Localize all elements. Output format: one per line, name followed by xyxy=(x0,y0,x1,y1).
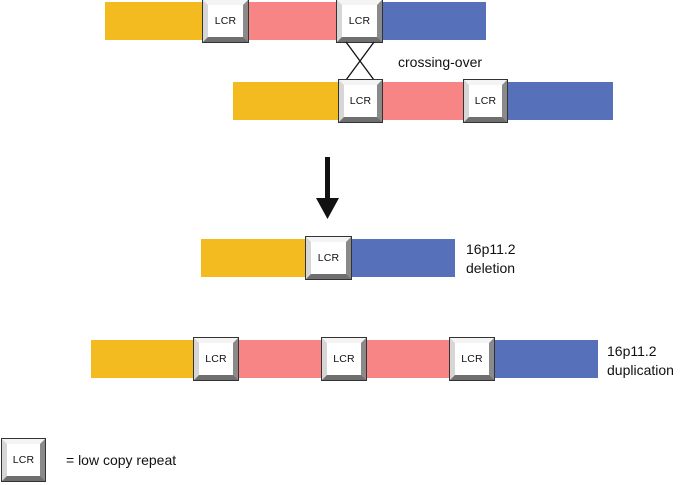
lcr-label: LCR xyxy=(333,353,355,365)
lcr-label: LCR xyxy=(205,353,227,365)
deletion-blue-segment xyxy=(350,239,455,277)
legend-lcr-label: LCR xyxy=(12,454,35,466)
lcr-label: LCR xyxy=(214,15,237,27)
duplication-label-line2: duplication xyxy=(607,362,674,378)
top-chromosome-lcr-1: LCR xyxy=(202,0,249,43)
lcr-label: LCR xyxy=(461,353,483,365)
top-chromosome-lcr-2: LCR xyxy=(336,0,383,43)
second-chromosome-lcr-2: LCR xyxy=(463,79,508,123)
lcr-label: LCR xyxy=(474,95,497,107)
second-chromosome-lcr-1: LCR xyxy=(338,79,383,123)
second-chromosome-yellow-segment xyxy=(233,82,340,120)
duplication-yellow-segment xyxy=(91,340,195,378)
lcr-label: LCR xyxy=(348,15,371,27)
duplication-blue-segment xyxy=(493,340,598,378)
lcr-label: LCR xyxy=(317,252,340,264)
top-chromosome-blue-segment xyxy=(381,2,486,40)
top-chromosome-yellow-segment xyxy=(105,2,205,40)
second-chromosome-blue-segment xyxy=(506,82,613,120)
down-arrow-head xyxy=(316,198,339,219)
cross-line-2 xyxy=(345,41,375,81)
legend-lcr-box: LCR xyxy=(1,438,46,482)
duplication-lcr-1: LCR xyxy=(193,337,239,381)
top-chromosome-pink-segment xyxy=(247,2,339,40)
duplication-lcr-2: LCR xyxy=(321,337,367,381)
duplication-pink-segment-2 xyxy=(365,340,451,378)
legend-text: = low copy repeat xyxy=(66,452,177,468)
duplication-label-line1: 16p11.2 xyxy=(607,343,657,359)
deletion-label-line1: 16p11.2 xyxy=(466,241,516,257)
down-arrow-shaft xyxy=(325,157,330,200)
second-chromosome-pink-segment xyxy=(381,82,465,120)
deletion-label-line2: deletion xyxy=(466,260,516,276)
deletion-lcr: LCR xyxy=(305,236,352,280)
crossing-over-label: crossing-over xyxy=(398,54,483,70)
deletion-yellow-segment xyxy=(201,239,307,277)
duplication-pink-segment-1 xyxy=(237,340,323,378)
duplication-lcr-3: LCR xyxy=(449,337,495,381)
lcr-label: LCR xyxy=(349,95,372,107)
